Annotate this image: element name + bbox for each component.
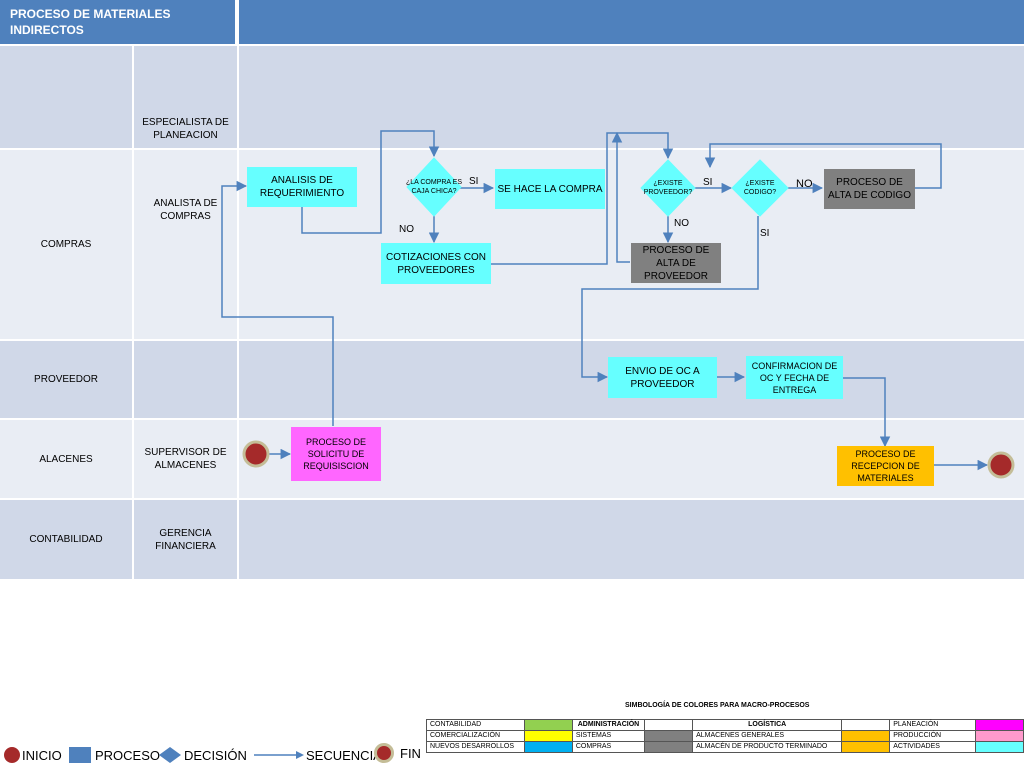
- legend-title: SIMBOLOGÍA DE COLORES PARA MACRO-PROCESO…: [625, 702, 810, 709]
- legend-label: PRODUCCIÓN: [889, 730, 976, 742]
- legend-color-swatch: [841, 741, 891, 753]
- legend-proceso-label: PROCESO: [95, 747, 161, 763]
- legend-color-swatch: [974, 719, 1024, 731]
- legend-label: ACTIVIDADES: [889, 741, 976, 753]
- role-label-contabilidad: GERENCIA FINANCIERA: [155, 527, 216, 552]
- edge-label-si: SI: [760, 228, 770, 239]
- node-analisis-requerimiento: ANALISIS DE REQUERIMIENTO: [247, 167, 357, 207]
- legend-decision: DECISIÓN: [158, 745, 247, 765]
- legend-label: NUEVOS DESARROLLOS: [426, 741, 525, 753]
- decision-diamond-icon: [159, 747, 181, 763]
- lane-contabilidad: [0, 500, 1024, 579]
- page-title: PROCESO DE MATERIALES INDIRECTOS: [0, 0, 237, 44]
- arrow-cotizaciones-proveedor: [491, 132, 674, 265]
- legend-inicio-label: INICIO: [22, 747, 62, 763]
- legend-label: SISTEMAS: [571, 730, 646, 742]
- decision-existe-codigo-text: ¿EXISTE CODIGO?: [743, 180, 777, 196]
- legend-label: PLANEACIÓN: [889, 719, 976, 731]
- legend-proceso: PROCESO: [69, 745, 160, 765]
- legend-color-swatch: [841, 730, 891, 742]
- color-legend: CONTABILIDAD ADMINISTRACIÓN LOGÍSTICA PLANE…: [426, 719, 1024, 753]
- legend-decision-label: DECISIÓN: [184, 747, 247, 763]
- node-confirmacion-oc: CONFIRMACION DE OC Y FECHA DE ENTREGA: [746, 356, 843, 399]
- decision-caja-chica-text: ¿LA COMPRA ES CAJA CHICA?: [405, 179, 463, 195]
- node-envio-oc: ENVIO DE OC A PROVEEDOR: [608, 357, 717, 398]
- legend-inicio: INICIO: [4, 745, 62, 765]
- legend-label: ALMACENES GENERALES: [692, 730, 843, 742]
- role-label-almacenes: SUPERVISOR DE ALMACENES: [144, 447, 227, 471]
- legend-label: LOGÍSTICA: [692, 719, 843, 731]
- dept-label-proveedor: PROVEEDOR: [34, 374, 98, 385]
- dept-label-almacenes: ALACENES: [39, 453, 93, 465]
- node-alta-codigo: PROCESO DE ALTA DE CODIGO: [824, 169, 915, 209]
- legend-fin: FIN: [374, 743, 421, 763]
- role-label-planeacion: ESPECIALISTA DE PLANEACION: [142, 117, 229, 141]
- header-band: [239, 0, 1024, 44]
- edge-label-no: NO: [674, 218, 689, 229]
- edge-label-no: NO: [796, 178, 813, 190]
- legend-label: CONTABILIDAD: [426, 719, 525, 731]
- legend-color-swatch: [523, 719, 573, 731]
- edge-label-si: SI: [469, 176, 479, 187]
- node-se-hace-compra: SE HACE LA COMPRA: [495, 169, 605, 209]
- decision-existe-proveedor: [640, 159, 696, 217]
- decision-existe-proveedor-text: ¿EXISTE PROVEEDOR?: [643, 180, 693, 196]
- legend-row: NUEVOS DESARROLLOS COMPRAS ALMACÉN DE PROD…: [426, 741, 1024, 753]
- proceso-rect-icon: [69, 747, 91, 763]
- node-recepcion-materiales: PROCESO DE RECEPCION DE MATERIALES: [837, 446, 934, 486]
- sequence-arrow-icon: [254, 751, 304, 759]
- arrow-codigo-si: [581, 216, 759, 383]
- decision-caja-chica: [406, 157, 462, 217]
- legend-label: ADMINISTRACIÓN: [571, 719, 646, 731]
- node-solicitud-requisicion: PROCESO DE SOLICITU DE REQUISISCION: [291, 427, 381, 481]
- legend-label: COMPRAS: [571, 741, 646, 753]
- dept-label-compras: COMPRAS: [40, 239, 92, 250]
- legend-color-swatch: [974, 730, 1024, 742]
- lane-proveedor: [0, 341, 1024, 418]
- node-alta-proveedor: PROCESO DE ALTA DE PROVEEDOR: [631, 243, 721, 283]
- arrow-altaprov-return: [611, 131, 630, 263]
- legend-color-swatch: [841, 719, 891, 731]
- legend-color-swatch: [523, 730, 573, 742]
- arrow-altacod-return: [704, 143, 942, 189]
- legend-row: COMERCIALIZACIÓN SISTEMAS ALMACENES GENERA…: [426, 730, 1024, 742]
- column-divider: [237, 46, 239, 579]
- node-cotizaciones: COTIZACIONES CON PROVEEDORES: [381, 243, 491, 284]
- legend-label: ALMACÉN DE PRODUCTO TERMINADO: [692, 741, 843, 753]
- column-divider: [132, 46, 134, 579]
- legend-label: COMERCIALIZACIÓN: [426, 730, 525, 742]
- legend-fin-label: FIN: [400, 745, 421, 761]
- arrow-analisis-caja: [301, 130, 440, 234]
- legend-color-swatch: [644, 719, 694, 731]
- legend-secuencia-label: SECUENCIA: [306, 747, 382, 763]
- role-label-compras: ANALISTA DE COMPRAS: [153, 198, 218, 222]
- dept-label-contabilidad: CONTABILIDAD: [29, 534, 103, 545]
- start-node: [242, 440, 270, 468]
- legend-color-swatch: [644, 730, 694, 742]
- legend-color-swatch: [523, 741, 573, 753]
- legend-row: CONTABILIDAD ADMINISTRACIÓN LOGÍSTICA PLANE…: [426, 719, 1024, 731]
- lane-planeacion: [0, 46, 1024, 148]
- arrow-solicitud-analisis: [221, 180, 334, 426]
- legend-color-swatch: [974, 741, 1024, 753]
- legend-color-swatch: [644, 741, 694, 753]
- edge-label-si: SI: [703, 177, 713, 188]
- edge-label-no: NO: [399, 224, 414, 235]
- end-node: [987, 451, 1015, 479]
- inicio-circle-icon: [4, 747, 20, 763]
- fin-circle-icon: [374, 743, 394, 763]
- decision-existe-codigo: [731, 159, 789, 217]
- legend-secuencia: SECUENCIA: [254, 745, 382, 765]
- arrow-confirmacion-recepcion: [843, 377, 891, 448]
